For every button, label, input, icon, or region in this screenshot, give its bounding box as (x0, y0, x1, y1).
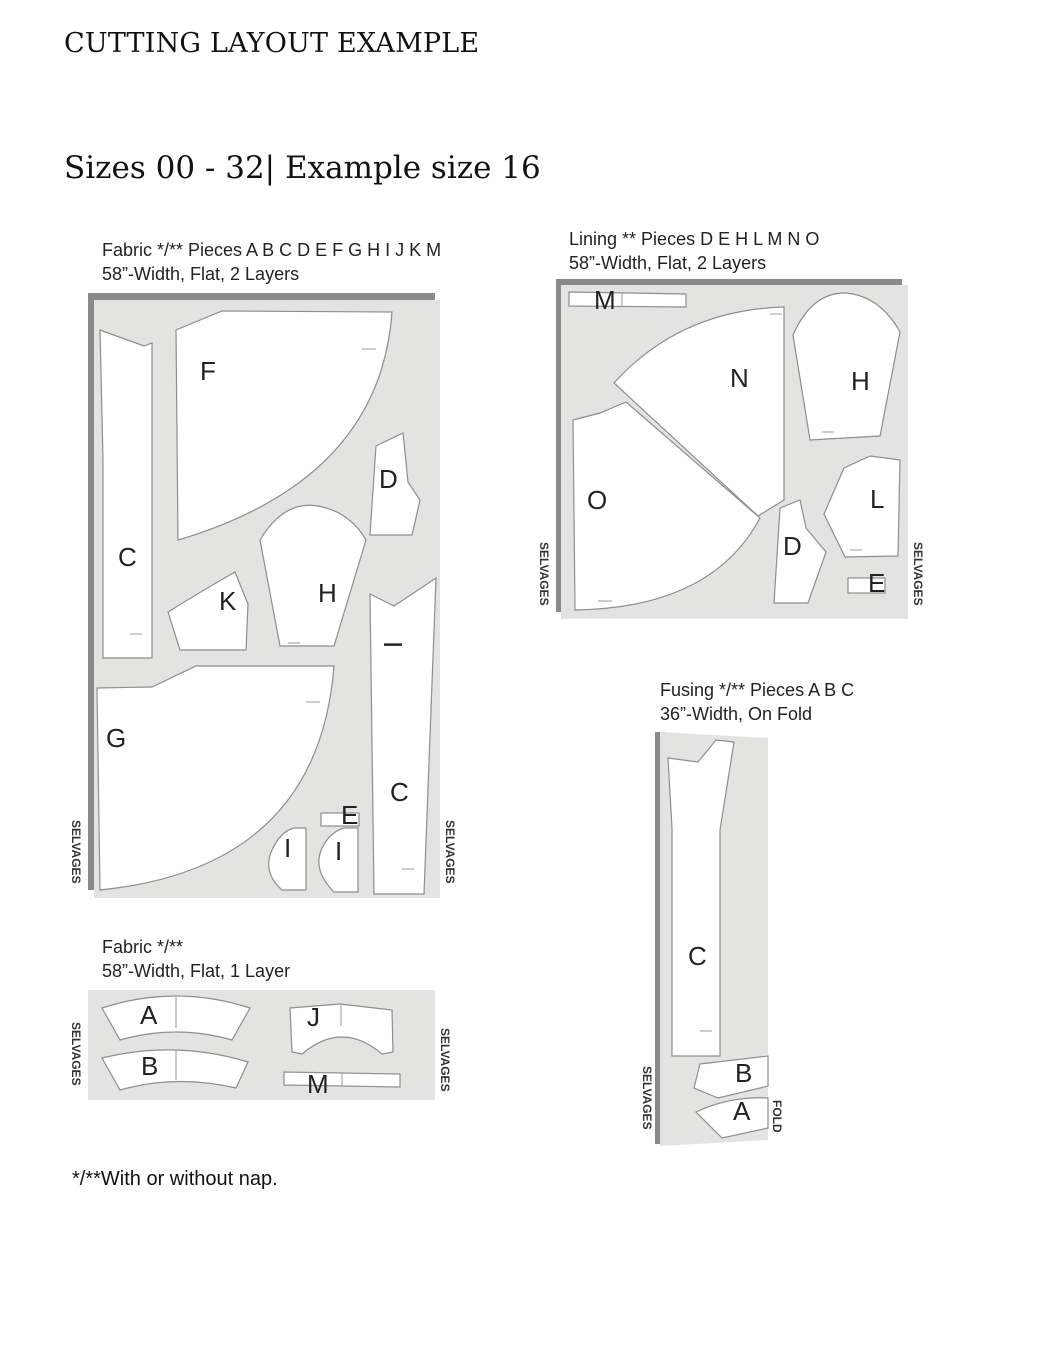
footnote: */**With or without nap. (72, 1168, 278, 1190)
label-d-lining: D (783, 531, 802, 561)
lining-caption-line1: Lining ** Pieces D E H L M N O (569, 229, 819, 249)
piece-d-lining (773, 499, 827, 604)
piece-i-1 (268, 827, 307, 891)
label-h: H (318, 578, 337, 608)
piece-i-2 (318, 827, 359, 893)
label-j: J (307, 1002, 320, 1032)
label-g: G (106, 723, 126, 753)
piece-c-right (369, 576, 437, 895)
page-title: CUTTING LAYOUT EXAMPLE (64, 28, 480, 59)
piece-b-1layer (101, 1049, 249, 1091)
piece-o (572, 401, 761, 611)
label-c-right: C (390, 777, 409, 807)
lining-selvage-left: SELVAGES (537, 542, 551, 606)
piece-b-fusing (693, 1055, 769, 1099)
fabric-2-layers-caption-line1: Fabric */** Pieces A B C D E F G H I J K… (102, 240, 441, 260)
label-m-1layer: M (307, 1069, 329, 1099)
piece-e-fabric (320, 812, 360, 827)
fabric-1-layer-selvage-right: SELVAGES (438, 1028, 452, 1092)
fabric-1-layer-caption-line1: Fabric */** (102, 937, 183, 957)
label-l: L (870, 484, 884, 514)
label-m-lining: M (594, 285, 616, 315)
piece-k (167, 571, 249, 651)
label-k: K (219, 586, 237, 616)
label-i-1: I (284, 833, 291, 863)
label-d: D (379, 464, 398, 494)
label-e-lining: E (868, 568, 885, 598)
piece-n (613, 306, 785, 517)
label-f: F (200, 356, 216, 386)
piece-c-left (99, 329, 153, 659)
fabric-2-layers-selvage-left: SELVAGES (69, 820, 83, 884)
label-i-2: I (335, 836, 342, 866)
lining-caption-line2: 58”-Width, Flat, 2 Layers (569, 253, 766, 273)
piece-j (289, 1003, 394, 1055)
label-a-1layer: A (140, 1000, 158, 1030)
fabric-1-layer-caption-line2: 58”-Width, Flat, 1 Layer (102, 961, 290, 981)
layout-fusing: Fusing */** Pieces A B C 36”-Width, On F… (640, 680, 854, 1146)
piece-a-fusing (694, 1097, 769, 1139)
piece-f (175, 310, 393, 541)
piece-h-lining (792, 292, 901, 441)
label-a-fusing: A (733, 1096, 751, 1126)
label-b-1layer: B (141, 1051, 158, 1081)
piece-g (96, 665, 335, 891)
piece-e-lining (847, 577, 886, 594)
lining-selvage-right: SELVAGES (911, 542, 925, 606)
fusing-selvage-left: SELVAGES (640, 1066, 654, 1130)
label-h-lining: H (851, 366, 870, 396)
piece-d (369, 432, 421, 536)
piece-h (259, 504, 367, 647)
fabric-2-layers-selvage-right: SELVAGES (443, 820, 457, 884)
label-o: O (587, 485, 607, 515)
piece-c-fusing (667, 739, 735, 1057)
fabric-1-layer-selvage-left: SELVAGES (69, 1022, 83, 1086)
layout-fabric-1-layer: Fabric */** 58”-Width, Flat, 1 Layer A J… (69, 937, 452, 1100)
fusing-caption-line1: Fusing */** Pieces A B C (660, 680, 854, 700)
layout-lining: Lining ** Pieces D E H L M N O 58”-Width… (537, 229, 925, 619)
label-c-fusing: C (688, 941, 707, 971)
layout-fabric-2-layers: Fabric */** Pieces A B C D E F G H I J K… (69, 240, 457, 898)
piece-m-lining (568, 291, 687, 308)
label-e: E (341, 800, 358, 830)
label-b-fusing: B (735, 1058, 752, 1088)
label-c-left: C (118, 542, 137, 572)
fabric-2-layers-caption-line2: 58”-Width, Flat, 2 Layers (102, 264, 299, 284)
size-subtitle: Sizes 00 - 32| Example size 16 (64, 150, 541, 186)
label-n: N (730, 363, 749, 393)
fusing-caption-line2: 36”-Width, On Fold (660, 704, 812, 724)
label-i-top: I (378, 641, 408, 648)
piece-l (823, 455, 901, 558)
fusing-fold-label: FOLD (770, 1100, 784, 1133)
